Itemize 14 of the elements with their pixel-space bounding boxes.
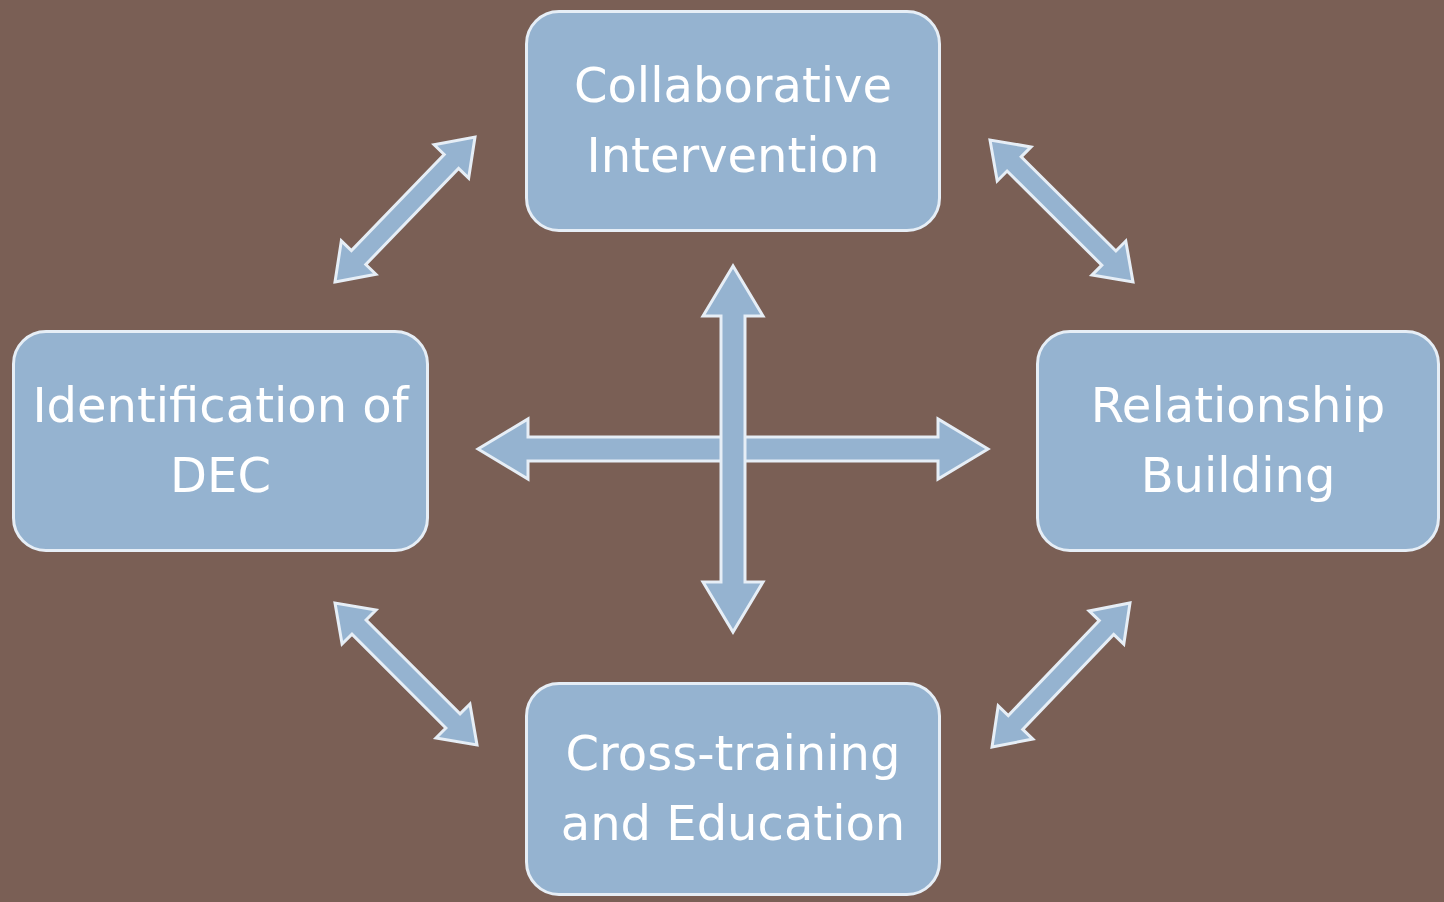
double-arrow [990, 601, 1132, 749]
double-arrow [700, 263, 766, 635]
process-box [1036, 330, 1440, 552]
double-arrow [475, 416, 991, 482]
box-label: Identification of DEC [31, 376, 411, 505]
double-arrow [988, 138, 1135, 284]
double-arrow [333, 601, 479, 747]
process-box [525, 10, 941, 232]
process-box [12, 330, 429, 552]
box-label: Cross-training and Education [559, 724, 907, 853]
box-label: Collaborative Intervention [572, 56, 893, 185]
box-label: Relationship Building [1089, 376, 1387, 505]
process-box [525, 682, 941, 896]
double-arrow [333, 135, 477, 284]
